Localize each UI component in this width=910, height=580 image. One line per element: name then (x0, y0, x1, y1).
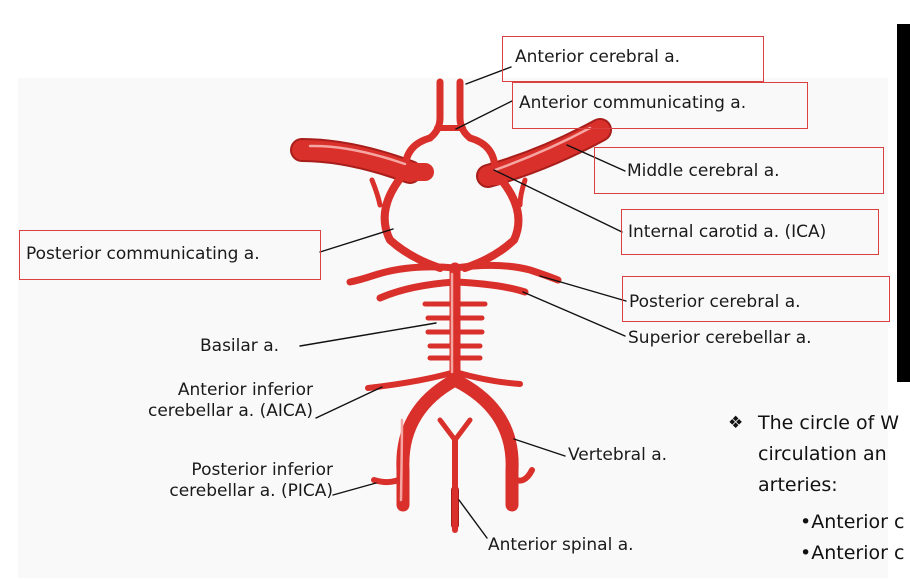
label-aica: Anterior inferior cerebellar a. (AICA) (147, 380, 313, 421)
label-vertebral: Vertebral a. (568, 445, 668, 465)
label-superior-cerebellar: Superior cerebellar a. (628, 328, 812, 348)
notes-line-3: arteries: (758, 474, 838, 496)
notes-sub-item-1: •Anterior c (800, 511, 905, 533)
label-middle-cerebral: Middle cerebral a. (594, 147, 884, 194)
label-anterior-cerebral: Anterior cerebral a. (502, 36, 764, 82)
label-anterior-spinal: Anterior spinal a. (488, 535, 634, 555)
diamond-bullet-icon: ❖ (728, 413, 744, 433)
video-panel-edge (897, 24, 910, 382)
notes-line-1: The circle of W (758, 412, 900, 434)
label-internal-carotid: Internal carotid a. (ICA) (621, 209, 879, 255)
notes-sub-item-2: •Anterior c (800, 542, 905, 564)
label-basilar: Basilar a. (200, 336, 280, 356)
notes-line-2: circulation an (758, 443, 887, 465)
label-anterior-communicating: Anterior communicating a. (512, 82, 808, 129)
label-posterior-cerebral: Posterior cerebral a. (622, 276, 890, 322)
label-pica: Posterior inferior cerebellar a. (PICA) (169, 460, 333, 501)
label-posterior-communicating: Posterior communicating a. (19, 230, 321, 280)
